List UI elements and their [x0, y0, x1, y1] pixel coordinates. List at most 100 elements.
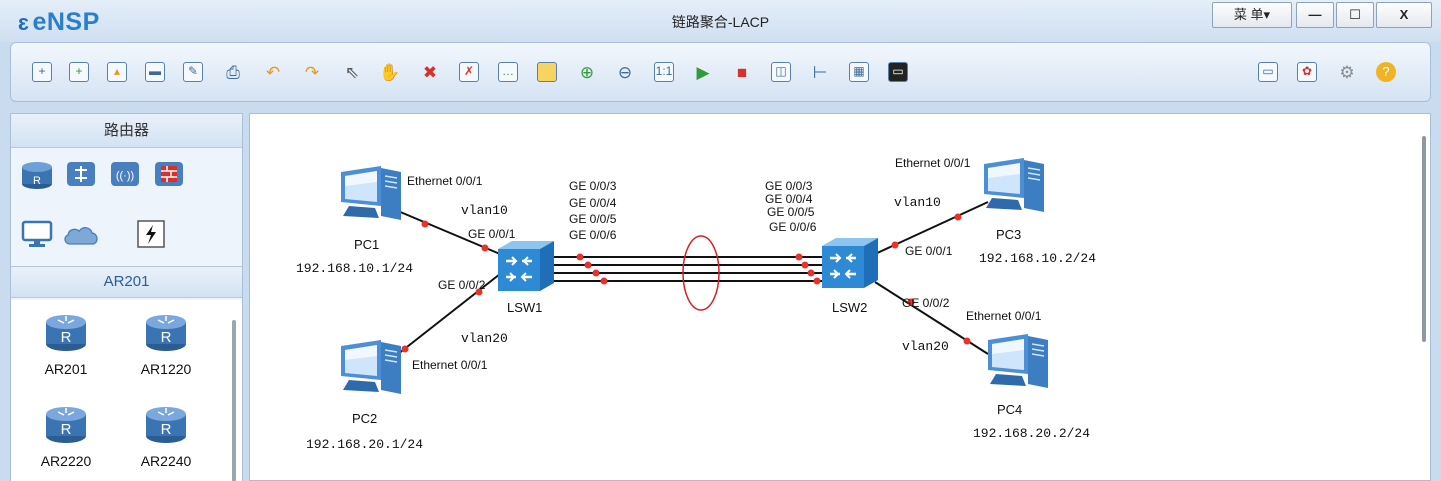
undo-icon[interactable]: ↶	[265, 62, 281, 82]
trunk-right-labels: GE 0/0/3 GE 0/0/4 GE 0/0/5 GE 0/0/6	[765, 179, 817, 234]
lsw2-node[interactable]	[820, 236, 880, 290]
save-as-icon[interactable]: ✎	[180, 59, 206, 85]
start-device-icon[interactable]: ▶	[696, 62, 710, 82]
app-logo-text: eNSP	[32, 8, 100, 36]
pc3-ip: 192.168.10.2/24	[979, 251, 1096, 266]
lsw2-ge1-label: GE 0/0/1	[905, 244, 953, 258]
pc4-port-label: Ethernet 0/0/1	[966, 309, 1042, 323]
delete-link-icon[interactable]: ✗	[456, 59, 482, 85]
lsw1-name: LSW1	[507, 300, 542, 315]
topology-diagram: PC1 PC2 PC3 PC4 LSW1 LSW2 192.168.10.1/2…	[296, 156, 1096, 452]
router-icon: R	[46, 407, 86, 443]
lsw1-node[interactable]	[496, 239, 556, 293]
pc4-name: PC4	[997, 402, 1022, 417]
device-item-ar1220[interactable]: R AR1220	[121, 308, 211, 377]
vlan10-left-label: vlan10	[461, 203, 508, 218]
switch-category-icon[interactable]	[61, 156, 101, 192]
trunk-left-label: GE 0/0/3	[569, 179, 617, 193]
pc1-ip: 192.168.10.1/24	[296, 261, 413, 276]
trunk-right-label: GE 0/0/5	[767, 205, 815, 219]
device-label: AR201	[44, 361, 88, 377]
new-lab-icon[interactable]: +	[66, 59, 92, 85]
device-list-scrollbar[interactable]	[232, 320, 236, 481]
delete-icon[interactable]: ✖	[422, 62, 438, 82]
device-list: R AR201 R AR1220 R AR2220 R AR2240	[11, 300, 242, 481]
pc2-node[interactable]	[340, 339, 402, 395]
pc2-port-label: Ethernet 0/0/1	[412, 358, 488, 372]
stop-device-icon[interactable]: ■	[736, 62, 748, 82]
help-icon[interactable]: ?	[1373, 59, 1399, 85]
ensp-logo-icon: ɛ	[18, 10, 30, 35]
open-icon[interactable]: ▴	[104, 59, 130, 85]
print-icon[interactable]: ⎙	[226, 62, 240, 82]
aggregation-ellipse	[682, 235, 720, 311]
pan-hand-icon[interactable]: ✋	[379, 62, 401, 82]
pc-category-icon[interactable]	[17, 216, 57, 252]
device-item-ar2220[interactable]: R AR2220	[21, 400, 111, 469]
redo-icon[interactable]: ↷	[304, 62, 320, 82]
device-item-ar201[interactable]: R AR201	[21, 308, 111, 377]
pc1-name: PC1	[354, 237, 379, 252]
trunk-left-label: GE 0/0/6	[569, 228, 617, 242]
close-button[interactable]: X	[1376, 2, 1432, 28]
select-icon[interactable]: ⇖	[344, 62, 360, 82]
trunk-right-label: GE 0/0/6	[769, 220, 817, 234]
save-icon[interactable]: ▬	[142, 59, 168, 85]
rectangle-icon[interactable]	[534, 59, 560, 85]
pc1-port-label: Ethernet 0/0/1	[407, 174, 483, 188]
svg-text:R: R	[61, 329, 72, 346]
lsw1-ge2-label: GE 0/0/2	[438, 278, 486, 292]
trunk-left-labels: GE 0/0/3 GE 0/0/4 GE 0/0/5 GE 0/0/6	[569, 179, 617, 242]
maximize-button[interactable]: ☐	[1336, 2, 1374, 28]
vlan20-right-label: vlan20	[902, 339, 949, 354]
zoom-out-icon[interactable]: ⊖	[617, 62, 633, 82]
terminal-icon[interactable]: ▭	[885, 59, 911, 85]
menu-button[interactable]: 菜 单▾	[1212, 2, 1292, 28]
huawei-logo-icon[interactable]: ✿	[1294, 59, 1320, 85]
zoom-in-icon[interactable]: ⊕	[579, 62, 595, 82]
topology-tree-icon[interactable]: ⊢	[812, 62, 828, 82]
links	[397, 201, 989, 355]
category-header: 路由器	[11, 114, 242, 148]
vlan10-right-label: vlan10	[894, 195, 941, 210]
wireless-category-icon[interactable]: ((·))	[105, 156, 145, 192]
toolbar: + + ▴ ▬ ✎ ⎙ ↶ ↷ ⇖ ✋ ✖ ✗ … ⊕ ⊖ 1:1 ▶ ■ ◫ …	[10, 42, 1431, 102]
grid-icon[interactable]: ▦	[846, 59, 872, 85]
device-label: AR1220	[140, 361, 192, 377]
device-item-ar2240[interactable]: R AR2240	[121, 400, 211, 469]
device-group-header: AR201	[11, 266, 242, 298]
trunk-right-label: GE 0/0/3	[765, 179, 813, 193]
router-icon: R	[146, 407, 186, 443]
cloud-category-icon[interactable]	[61, 216, 101, 252]
canvas-scrollbar[interactable]	[1422, 136, 1426, 342]
new-topology-icon[interactable]: +	[29, 59, 55, 85]
device-panel: 路由器 R ((·)) AR201 R AR201 R AR1220 R AR2…	[10, 113, 243, 481]
pc2-ip: 192.168.20.1/24	[306, 437, 423, 452]
settings-gear-icon[interactable]: ⚙	[1339, 62, 1355, 82]
fit-view-icon[interactable]: 1:1	[651, 59, 677, 85]
router-category-icon[interactable]: R	[17, 156, 57, 192]
trunk-left-label: GE 0/0/5	[569, 212, 617, 226]
link-pc2-lsw1[interactable]	[397, 273, 501, 355]
pc4-node[interactable]	[987, 333, 1049, 389]
topology-canvas[interactable]: PC1 PC2 PC3 PC4 LSW1 LSW2 192.168.10.1/2…	[249, 113, 1431, 481]
minimize-button[interactable]: —	[1296, 2, 1334, 28]
capture-icon[interactable]: ◫	[768, 59, 794, 85]
device-label: AR2240	[140, 453, 192, 469]
firewall-category-icon[interactable]	[149, 156, 189, 192]
svg-text:R: R	[161, 421, 172, 438]
trunk-left-label: GE 0/0/4	[569, 196, 617, 210]
pc3-port-label: Ethernet 0/0/1	[895, 156, 971, 170]
pc3-node[interactable]	[983, 157, 1045, 213]
pc1-node[interactable]	[340, 165, 402, 221]
text-annotation-icon[interactable]: …	[495, 59, 521, 85]
trunk-right-label: GE 0/0/4	[765, 192, 813, 206]
message-icon[interactable]: ▭	[1255, 59, 1281, 85]
port-dots	[401, 213, 971, 353]
vlan20-left-label: vlan20	[461, 331, 508, 346]
other-device-category-icon[interactable]	[131, 216, 171, 252]
svg-text:R: R	[33, 175, 41, 187]
pc3-name: PC3	[996, 227, 1021, 242]
